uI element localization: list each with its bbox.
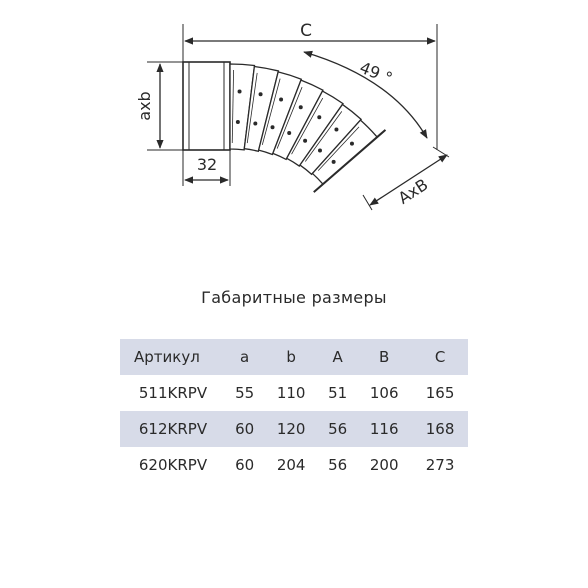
bend-segment — [243, 65, 280, 153]
segment-lip-line — [276, 86, 303, 149]
label-c: C — [300, 21, 312, 41]
table-cell: 200 — [369, 456, 399, 474]
table-cell: 110 — [276, 384, 306, 402]
segment-lip-line — [231, 70, 234, 144]
table-cell: 165 — [425, 384, 455, 402]
table-cell: 511KRPV — [138, 384, 208, 402]
table-cell: 120 — [276, 420, 306, 438]
rivet-dot — [298, 105, 303, 110]
bend-segment — [299, 103, 363, 176]
label-AxB: AxB — [395, 175, 432, 208]
bend-segment — [229, 63, 256, 151]
table-cell: 106 — [369, 384, 399, 402]
bend-segments — [229, 63, 387, 193]
rivet-dot — [334, 127, 339, 132]
table-cell: 116 — [369, 420, 399, 438]
table-row: 620KRPV 60 204 56 200 273 — [120, 447, 468, 483]
column-header: b — [286, 348, 296, 366]
label-32: 32 — [197, 155, 217, 174]
table-row: 612KRPV 60 120 56 116 168 — [120, 411, 468, 447]
table-cell: 56 — [328, 420, 348, 438]
table-cell: 204 — [276, 456, 306, 474]
extension-lines — [147, 24, 438, 186]
bend-segment — [285, 90, 344, 167]
rivet-dot — [349, 141, 354, 146]
table-row: 511KRPV 55 110 51 106 165 — [120, 375, 468, 411]
dimension-arrows — [156, 37, 448, 206]
table-cell: 620KRPV — [138, 456, 208, 474]
table-cell: 56 — [328, 456, 348, 474]
outlet-edge — [313, 129, 387, 193]
column-header: Артикул — [134, 348, 200, 366]
table-cell: 612KRPV — [138, 420, 208, 438]
table-cell: 51 — [328, 384, 348, 402]
column-header: a — [240, 348, 250, 366]
label-angle: 49 ° — [357, 58, 395, 88]
bend-segment — [257, 71, 303, 156]
dimension-angle-arrow — [303, 50, 428, 139]
rivet-dot — [317, 115, 322, 120]
bend-diagram: C 49 ° axb 32 AxB — [135, 21, 450, 211]
rivet-dot — [279, 97, 284, 102]
dimensions-table: Артикул a b A B C 511KRPV 55 110 51 106 … — [120, 339, 468, 483]
rivet-dot — [270, 125, 275, 130]
dimension-AxB-arrow — [369, 154, 448, 206]
rivet-dot — [317, 148, 322, 153]
rivet-dot — [303, 138, 308, 143]
column-header: C — [434, 348, 446, 366]
rivet-dot — [237, 89, 242, 94]
rivet-dot — [287, 130, 292, 135]
straight-coupling — [182, 61, 231, 151]
segment-lip-line — [261, 78, 281, 145]
rivet-dot — [253, 121, 258, 126]
extension-lines-bend — [362, 146, 450, 211]
table-header-row: Артикул a b A B C — [120, 339, 468, 375]
column-header: B — [379, 348, 390, 366]
bend-segment — [272, 79, 324, 161]
rivet-dot — [235, 120, 240, 125]
segment-lip-line — [291, 97, 324, 155]
segment-lip-line — [317, 126, 360, 171]
table-cell: 60 — [235, 420, 255, 438]
rivet-dot — [331, 159, 336, 164]
column-header: A — [332, 348, 343, 366]
segment-lip-line — [305, 111, 343, 162]
rivet-dot — [258, 92, 263, 97]
page-title: Габаритные размеры — [201, 288, 387, 307]
table-cell: 60 — [235, 456, 255, 474]
table-cell: 273 — [425, 456, 455, 474]
segment-lip-line — [246, 72, 258, 144]
table-cell: 55 — [235, 384, 255, 402]
label-axb: axb — [135, 91, 154, 120]
table-cell: 168 — [425, 420, 455, 438]
